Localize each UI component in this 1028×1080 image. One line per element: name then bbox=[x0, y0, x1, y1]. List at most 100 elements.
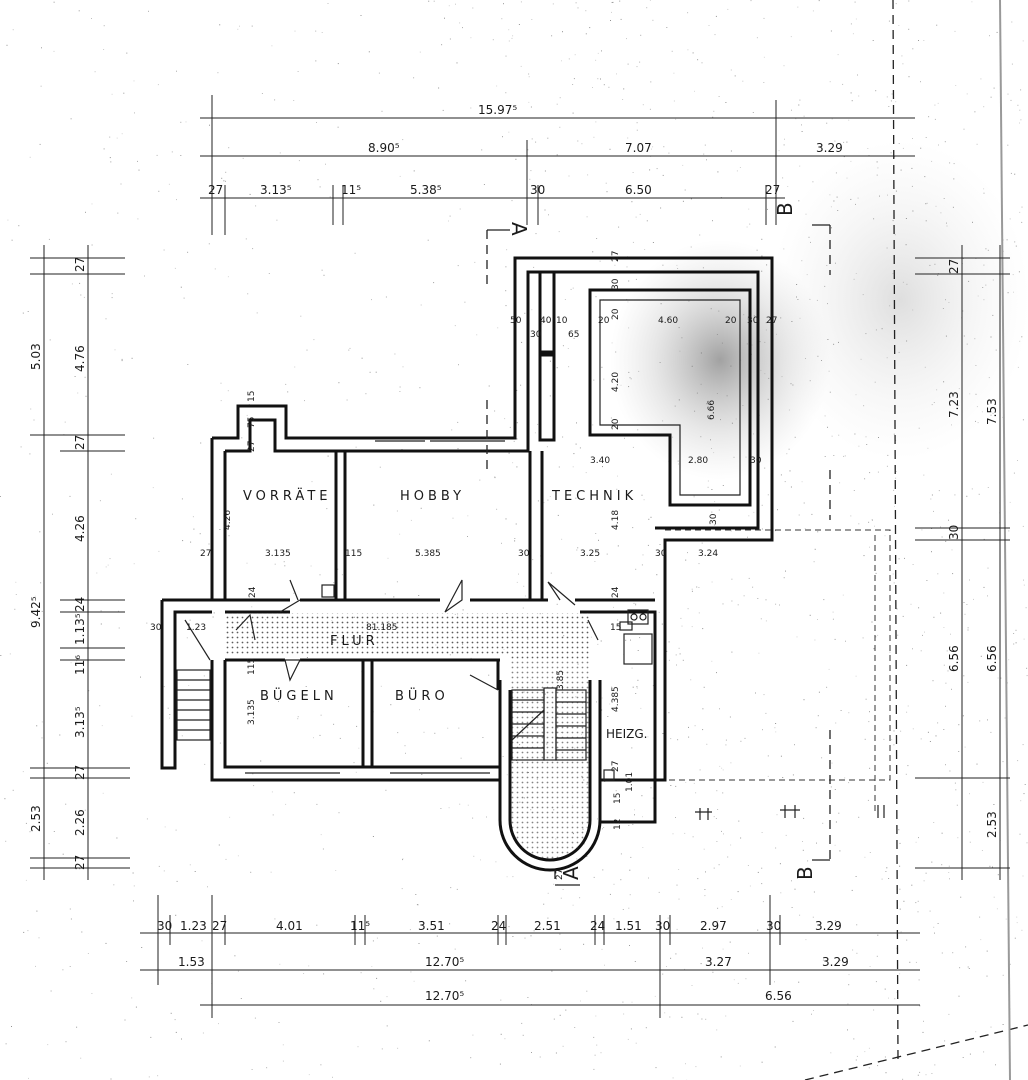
section-mark-b-bottom: B bbox=[793, 866, 817, 880]
section-mark-a-bottom: A bbox=[559, 866, 583, 880]
dim-bottom-327: 3.27 bbox=[705, 955, 732, 969]
dim-inner-t20b: 20 bbox=[611, 308, 621, 320]
dim-inner-t50: 50 bbox=[510, 316, 522, 326]
terrace-outline bbox=[665, 529, 891, 781]
dim-inner-t75: 75 bbox=[247, 417, 257, 428]
dim-left-1135: 1.13⁵ bbox=[73, 613, 87, 645]
dim-inner-r3135b: 3.135 bbox=[247, 699, 257, 725]
dim-inner-r5385: 5.385 bbox=[415, 549, 441, 559]
dim-inner-r27: 27 bbox=[200, 549, 211, 559]
dim-inner-r15b: 15 bbox=[613, 793, 623, 804]
section-line-a bbox=[486, 229, 580, 886]
dim-right-656a: 6.56 bbox=[947, 645, 961, 672]
dim-inner-r30: 30 bbox=[518, 549, 530, 559]
dim-inner-t280: 2.80 bbox=[688, 456, 708, 466]
dim-inner-t666: 6.66 bbox=[707, 400, 717, 420]
dim-inner-t30c: 30 bbox=[747, 316, 759, 326]
dim-bottom-251: 2.51 bbox=[534, 919, 561, 933]
dim-top-27a: 27 bbox=[208, 183, 223, 197]
dim-left-9425: 9.42⁵ bbox=[29, 596, 43, 628]
dim-top-538: 5.38⁵ bbox=[410, 183, 442, 197]
dim-left-226: 2.26 bbox=[73, 809, 87, 836]
dim-inner-r24a: 24 bbox=[248, 586, 258, 598]
dim-inner-t30d: 30 bbox=[750, 456, 762, 466]
dim-inner-r115b: 115 bbox=[247, 658, 257, 675]
dim-inner-r27b: 27 bbox=[611, 761, 621, 772]
dim-bottom-329b: 3.29 bbox=[822, 955, 849, 969]
dim-inner-t30b: 30 bbox=[530, 330, 542, 340]
dim-inner-t20d: 20 bbox=[611, 418, 621, 430]
dim-top-115: 11⁵ bbox=[341, 183, 361, 197]
dim-inner-t460: 4.60 bbox=[658, 316, 678, 326]
dim-right-723: 7.23 bbox=[947, 391, 961, 418]
dim-inner-r4385: 4.385 bbox=[611, 686, 621, 712]
dim-inner-t27b: 27 bbox=[766, 316, 777, 326]
dim-left-27b: 27 bbox=[73, 435, 87, 450]
dim-inner-t30e: 30 bbox=[709, 513, 719, 525]
section-mark-b-top: B bbox=[773, 202, 797, 216]
dim-bottom-1270a: 12.70⁵ bbox=[425, 955, 464, 969]
dim-bottom-153: 1.53 bbox=[178, 955, 205, 969]
dim-inner-r30c: 30 bbox=[150, 623, 162, 633]
dim-right-753: 7.53 bbox=[985, 398, 999, 425]
dim-bottom-30b: 30 bbox=[655, 919, 670, 933]
dim-bottom-27: 27 bbox=[212, 919, 227, 933]
walls bbox=[160, 256, 774, 872]
top-dimensions: 15.97⁵ 8.90⁵ 7.07 3.29 27 3.13⁵ 11⁵ 5.38… bbox=[200, 95, 915, 235]
dim-left-3135: 3.13⁵ bbox=[73, 706, 87, 738]
center-staircase bbox=[511, 687, 587, 761]
dim-inner-r27c: 27 bbox=[555, 869, 565, 880]
room-label-heizg: HEIZG. bbox=[606, 727, 647, 741]
dim-inner-t40: 40 bbox=[540, 316, 552, 326]
dim-left-426: 4.26 bbox=[73, 515, 87, 542]
dim-inner-r12: 12 bbox=[613, 819, 623, 830]
dim-inner-t20c: 20 bbox=[725, 316, 737, 326]
dim-inner-r101: 1.01 bbox=[625, 772, 635, 792]
left-dimensions: 27 4.76 5.03 27 4.26 9.42⁵ 24 1.13⁵ 11⁶ … bbox=[29, 245, 130, 880]
windows bbox=[245, 440, 505, 774]
inner-dimensions: 30 27 50 40 10 30 65 20 20 4.60 20 30 27… bbox=[150, 251, 777, 880]
dim-left-27d: 27 bbox=[73, 855, 87, 870]
dim-inner-r24b: 24 bbox=[611, 586, 621, 598]
room-label-vorraete: VORRÄTE bbox=[243, 488, 331, 504]
dim-left-24: 24 bbox=[73, 597, 87, 612]
dim-inner-t340: 3.40 bbox=[590, 456, 610, 466]
dim-left-253: 2.53 bbox=[29, 805, 43, 832]
dim-overall-width: 15.97⁵ bbox=[478, 103, 517, 117]
dim-inner-r325: 3.25 bbox=[580, 549, 600, 559]
right-dimensions: 27 7.23 7.53 30 6.56 6.56 2.53 bbox=[915, 245, 1010, 880]
dim-left-width: 8.90⁵ bbox=[368, 141, 400, 155]
dim-inner-r15: 15 bbox=[610, 623, 621, 633]
room-label-technik: TECHNIK bbox=[551, 489, 637, 504]
toner-smudge-right bbox=[770, 140, 1028, 460]
dim-inner-r8185: 81.185 bbox=[366, 623, 398, 633]
dim-bottom-24a: 24 bbox=[491, 919, 506, 933]
dim-bottom-30c: 30 bbox=[766, 919, 781, 933]
room-label-buegeln: BÜGELN bbox=[260, 687, 338, 704]
dim-mid-width: 7.07 bbox=[625, 141, 652, 155]
dim-bottom-1270b: 12.70⁵ bbox=[425, 989, 464, 1003]
dim-bottom-115: 11⁵ bbox=[350, 919, 370, 933]
dim-inner-t27c: 27 bbox=[247, 441, 257, 452]
property-slope-line bbox=[804, 1024, 1028, 1080]
dim-bottom-297: 2.97 bbox=[700, 919, 727, 933]
room-label-buero: BÜRO bbox=[395, 687, 449, 704]
dim-bottom-329a: 3.29 bbox=[815, 919, 842, 933]
dim-inner-r385: 3.85 bbox=[556, 670, 566, 690]
footing-marks bbox=[695, 805, 885, 820]
dim-inner-t30a: 30 bbox=[611, 278, 621, 290]
dim-inner-t65: 65 bbox=[568, 330, 579, 340]
dim-bottom-30a: 30 bbox=[157, 919, 172, 933]
dim-top-30: 30 bbox=[530, 183, 545, 197]
dim-bottom-656: 6.56 bbox=[765, 989, 792, 1003]
section-line-b bbox=[812, 224, 831, 861]
property-dashed-line bbox=[892, 0, 899, 1061]
dim-inner-r324: 3.24 bbox=[698, 549, 718, 559]
section-mark-a-top: A bbox=[507, 222, 531, 236]
dim-bottom-151: 1.51 bbox=[615, 919, 642, 933]
dim-bottom-24b: 24 bbox=[590, 919, 605, 933]
heating-fixtures bbox=[321, 584, 653, 781]
dim-bottom-123: 1.23 bbox=[180, 919, 207, 933]
dim-right-27: 27 bbox=[947, 259, 961, 274]
dim-top-27b: 27 bbox=[765, 183, 780, 197]
